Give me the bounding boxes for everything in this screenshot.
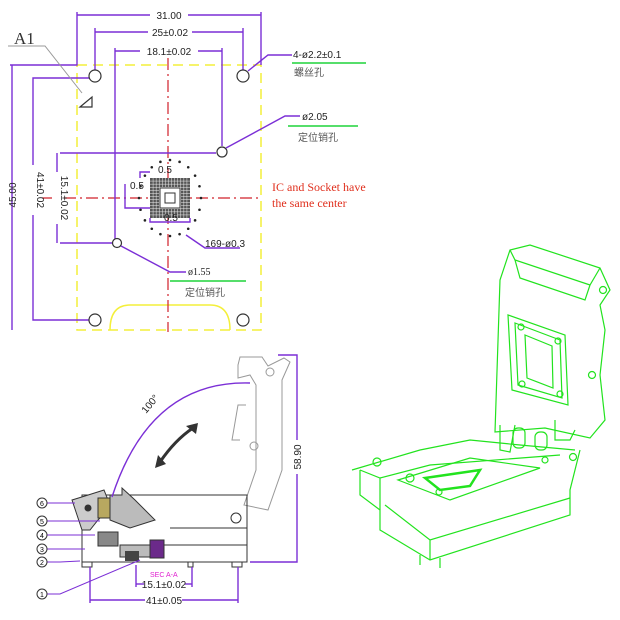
callout-4: 4: [36, 529, 95, 541]
section-label: SEC A-A: [150, 572, 178, 579]
open-angle-arc: [111, 382, 251, 498]
pin-a1-label: A1: [14, 29, 35, 48]
locating-pin-hole: [111, 237, 123, 249]
dim-inner: 15.1±0.02: [135, 565, 193, 591]
dim-inner-label: 15.1±0.02: [142, 580, 187, 591]
dim-pin-vertical: 15.1±0.02: [58, 176, 69, 221]
locating-pin-leader: [225, 115, 300, 149]
dim-41: 41±0.02: [28, 77, 90, 321]
screw-hole: [88, 69, 102, 83]
open-angle-label: 100°: [140, 393, 162, 416]
dim-screw-vertical: 41±0.02: [34, 172, 45, 209]
dim-31: 31.00: [10, 11, 262, 66]
a1-leader: [8, 45, 83, 94]
callout-3: 3: [36, 543, 85, 555]
isometric-socket-model: [351, 244, 611, 568]
callout-6: 6: [36, 497, 75, 509]
pitch-label-left: 0.5: [130, 181, 144, 192]
pitch-label-bottom: 0.5: [164, 213, 178, 224]
callout-2: 2: [36, 556, 81, 568]
locating-pin-1-name: 定位销孔: [298, 131, 338, 144]
screw-hole: [236, 313, 250, 327]
center-note-line2: the same center: [272, 196, 347, 210]
dim-overall-width: 31.00: [156, 11, 181, 22]
height-dim-line: [250, 354, 298, 563]
open-lid: [231, 356, 291, 511]
dim-25: 25±0.02: [94, 28, 244, 70]
dim-45: 45.00: [8, 65, 19, 330]
dim-outer: 41±0.05: [89, 567, 239, 607]
dim-overall-height: 45.00: [8, 182, 19, 207]
part-callouts: 1 2 3 4 5 6: [36, 497, 141, 600]
callout-number: 6: [40, 501, 44, 508]
socket-body-section: [71, 486, 248, 568]
dim-pin-width: 18.1±0.02: [147, 47, 192, 58]
callout-number: 4: [40, 533, 44, 540]
locating-pin-2-spec: ø1.55: [188, 267, 211, 278]
callout-5: 5: [36, 515, 100, 527]
top-view: 31.00 25±0.02 18.1±0.02 45.00 41±0.02 15…: [8, 11, 366, 332]
dim-18: 18.1±0.02: [114, 47, 223, 245]
center-note-line1: IC and Socket have: [272, 180, 366, 194]
locating-pin-2-leader: [120, 245, 186, 273]
locating-pin-hole: [216, 146, 228, 158]
screw-leader: [247, 54, 292, 72]
screw-hole: [236, 69, 250, 83]
callout-number: 2: [40, 560, 44, 567]
dim-screw-spacing: 25±0.02: [152, 28, 189, 39]
locating-pin-2-name: 定位销孔: [185, 286, 225, 299]
holes: [88, 69, 250, 327]
screw-hole-name: 螺丝孔: [294, 67, 324, 79]
ball-count-spec: 169-ø0.3: [205, 239, 245, 250]
rotate-double-arrow-icon: [155, 423, 198, 468]
height-dim-label: 58.90: [293, 444, 304, 469]
locating-pin-1-spec: ø2.05: [302, 112, 328, 123]
chip-ball-grid: 0.5 0.5 0.5: [124, 158, 203, 238]
screw-hole: [88, 313, 102, 327]
screw-hole-spec: 4-ø2.2±0.1: [293, 50, 342, 61]
pitch-label-top: 0.5: [158, 165, 172, 176]
callout-number: 5: [40, 519, 44, 526]
callout-number: 3: [40, 547, 44, 554]
callout-1: 1: [36, 559, 141, 600]
pin1-triangle-icon: [78, 95, 93, 108]
dim-15: 15.1±0.02: [52, 152, 216, 244]
side-view: 100° 58.90 SEC A-A 15.1±0.02 41±0.05 1 2 3…: [36, 354, 304, 607]
ball-leader: [185, 234, 240, 249]
dim-outer-label: 41±0.05: [146, 596, 183, 607]
callout-number: 1: [40, 592, 44, 599]
lid-outline: [109, 304, 231, 331]
